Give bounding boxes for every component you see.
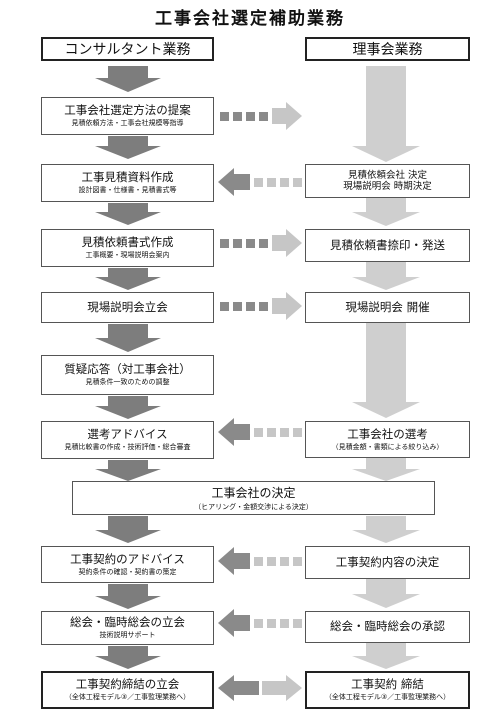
right-step-1: 見積依頼会社 決定 現場説明会 時期決定 [305, 164, 470, 198]
right-flow-arrows [352, 66, 420, 669]
right-flow-arrow [352, 643, 420, 669]
link-left-to-right [220, 229, 302, 257]
left-step-8: 総会・臨時総会の立会 技術説明サポート [41, 611, 214, 645]
diagram-title: 工事会社選定補助業務 [155, 9, 345, 29]
left-flow-arrow [95, 268, 161, 290]
left-step-7: 工事契約のアドバイス 契約条件の確認・契約書の策定 [41, 546, 214, 583]
decision-note: （ヒアリング・金額交渉による決定） [194, 503, 313, 511]
step-label: 見積依頼書捺印・発送 [330, 237, 445, 252]
left-step-3: 見積依頼書式作成 工事概要・現場説明会案内 [41, 229, 214, 267]
step-label: 質疑応答（対工事会社） [64, 362, 191, 377]
left-step-6: 選考アドバイス 見積比較書の作成・技術評価・総合審査 [41, 421, 214, 459]
step-note: 見積条件一致のための調整 [85, 378, 170, 387]
right-flow-arrow [352, 579, 420, 608]
step-note: 技術説明サポート [99, 631, 156, 640]
left-step-4: 現場説明会立会 [41, 292, 214, 323]
right-flow-arrow [352, 66, 420, 162]
step-note: 設計図書・仕様書・見積書式等 [78, 186, 177, 195]
step-label: 工事会社の選考 [347, 426, 428, 441]
step-label: 見積依頼会社 決定 [347, 169, 428, 181]
step-label: 現場説明会立会 [87, 299, 168, 314]
step-note: （全体工程モデル③／工事監理業務へ） [64, 693, 191, 702]
left-flow-arrow [95, 460, 161, 481]
step-label: 総会・臨時総会の承認 [330, 619, 445, 634]
left-flow-arrow [95, 136, 161, 159]
left-flow-arrow [95, 646, 161, 669]
left-flow-arrow [95, 584, 161, 609]
step-label: 工事契約のアドバイス [70, 551, 185, 566]
step-label: 総会・臨時総会の立会 [70, 615, 185, 630]
right-step-4: 工事会社の選考 （見積金額・書類による絞り込み） [305, 421, 470, 458]
link-bidirectional [218, 675, 302, 701]
step-label: 工事見積資料作成 [81, 170, 174, 185]
decision-label: 工事会社の決定 [211, 486, 296, 500]
step-note: 見積比較書の作成・技術評価・総合審査 [64, 443, 191, 452]
left-flow-arrows [95, 66, 161, 669]
link-right-to-left [218, 168, 302, 196]
right-step-7: 工事契約 締結 （全体工程モデル③／工事監理業務へ） [305, 671, 470, 709]
step-label: 選考アドバイス [87, 427, 168, 442]
step-note: 見積依頼方法・工事会社規模等指導 [71, 119, 184, 128]
step-note: （見積金額・書類による絞り込み） [331, 442, 444, 451]
left-flow-arrow [95, 516, 161, 543]
right-flow-arrow [352, 516, 420, 543]
step-label: 工事契約内容の決定 [335, 554, 440, 569]
step-label: 見積依頼書式作成 [81, 235, 174, 250]
step-note: 工事概要・現場説明会案内 [85, 251, 170, 260]
link-left-to-right [220, 292, 302, 320]
decision-box: 工事会社の決定 （ヒアリング・金額交渉による決定） [72, 481, 435, 515]
link-right-to-left [218, 609, 302, 637]
right-flow-arrow [352, 323, 420, 418]
left-step-9: 工事契約締結の立会 （全体工程モデル③／工事監理業務へ） [41, 671, 214, 709]
step-note: 契約条件の確認・契約書の策定 [78, 567, 177, 576]
left-step-2: 工事見積資料作成 設計図書・仕様書・見積書式等 [41, 164, 214, 202]
right-step-5: 工事契約内容の決定 [305, 546, 470, 579]
step-label: 工事契約締結の立会 [75, 677, 180, 692]
link-left-to-right [220, 102, 302, 130]
left-flow-arrow [95, 396, 161, 419]
left-step-1: 工事会社選定方法の提案 見積依頼方法・工事会社規模等指導 [41, 97, 214, 135]
left-step-5: 質疑応答（対工事会社） 見積条件一致のための調整 [41, 355, 214, 395]
step-label: 現場説明会 開催 [345, 299, 430, 314]
left-flow-arrow [95, 203, 161, 225]
right-flow-arrow [352, 458, 420, 481]
step-label: 工事契約 締結 [351, 677, 424, 692]
right-step-2: 見積依頼書捺印・発送 [305, 229, 470, 262]
link-right-to-left [218, 547, 302, 575]
step-label: 工事会社選定方法の提案 [64, 103, 191, 118]
right-step-3: 現場説明会 開催 [305, 292, 470, 323]
left-flow-arrow [95, 324, 161, 352]
left-flow-arrow [95, 66, 161, 92]
header-board: 理事会業務 [305, 37, 470, 61]
link-right-to-left [218, 418, 302, 446]
step-label: 現場説明会 時期決定 [343, 181, 432, 192]
right-flow-arrow [352, 262, 420, 290]
right-flow-arrow [352, 198, 420, 226]
step-note: （全体工程モデル③／工事監理業務へ） [324, 693, 451, 702]
right-step-6: 総会・臨時総会の承認 [305, 611, 470, 643]
header-consultant: コンサルタント業務 [41, 37, 214, 61]
